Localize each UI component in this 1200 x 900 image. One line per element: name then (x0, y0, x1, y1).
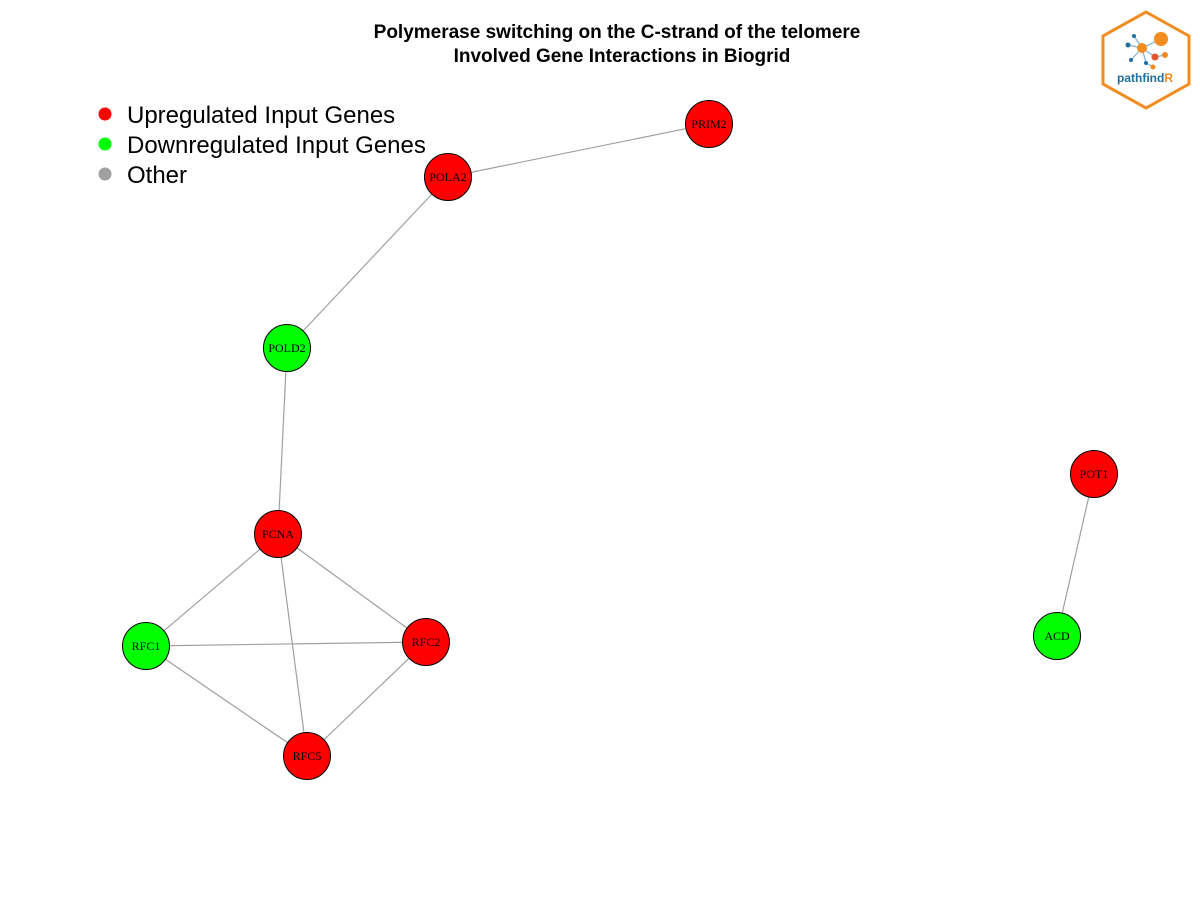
edge-pcna-rfc2 (277, 533, 427, 643)
node-label-pcna: PCNA (262, 527, 294, 541)
node-label-rfc1: RFC1 (132, 639, 161, 653)
node-label-prim2: PRIM2 (691, 117, 726, 131)
node-pcna[interactable]: PCNA (254, 510, 302, 558)
legend-label-downregulated: Downregulated Input Genes (127, 132, 426, 159)
node-label-pola2: POLA2 (429, 170, 466, 184)
edge-pot1-acd (1056, 473, 1095, 637)
edge-pcna-rfc1 (145, 533, 279, 647)
logo-wordmark: pathfind#f28c1eR (1117, 71, 1173, 85)
node-pola2[interactable]: POLA2 (424, 153, 472, 201)
logo-network-icon (1125, 32, 1168, 70)
edge-pola2-pold2 (286, 176, 449, 349)
diagram-title-line1: Polymerase switching on the C-strand of … (374, 22, 861, 43)
edge-pcna-rfc5 (277, 533, 308, 757)
node-circle-rfc1[interactable] (122, 622, 170, 670)
node-rfc1[interactable]: RFC1 (122, 622, 170, 670)
legend-swatch-upregulated (98, 107, 112, 121)
node-acd[interactable]: ACD (1033, 612, 1081, 660)
pathfindr-logo: pathfind#f28c1eR (1101, 10, 1191, 110)
node-rfc5[interactable]: RFC5 (283, 732, 331, 780)
edge-pola2-prim2 (447, 123, 710, 178)
node-label-pold2: POLD2 (268, 341, 305, 355)
node-rfc2[interactable]: RFC2 (402, 618, 450, 666)
legend-item-upregulated: Upregulated Input Genes (98, 102, 395, 129)
diagram-title-line2: Involved Gene Interactions in Biogrid (454, 46, 791, 67)
node-circle-pola2[interactable] (424, 153, 472, 201)
logo-hexagon (1101, 10, 1191, 110)
node-label-rfc5: RFC5 (293, 749, 322, 763)
node-circle-prim2[interactable] (685, 100, 733, 148)
legend-label-other: Other (127, 162, 187, 189)
node-prim2[interactable]: PRIM2 (685, 100, 733, 148)
edge-pold2-pcna (277, 347, 288, 535)
node-label-pot1: POT1 (1080, 467, 1109, 481)
node-circle-pot1[interactable] (1070, 450, 1118, 498)
legend-item-other: Other (98, 162, 187, 189)
legend-swatch-other (98, 167, 112, 181)
node-pold2[interactable]: POLD2 (263, 324, 311, 372)
edge-rfc2-rfc5 (306, 641, 427, 757)
node-circle-pold2[interactable] (263, 324, 311, 372)
node-circle-rfc5[interactable] (283, 732, 331, 780)
node-label-acd: ACD (1044, 629, 1070, 643)
legend-label-upregulated: Upregulated Input Genes (127, 102, 395, 129)
node-circle-rfc2[interactable] (402, 618, 450, 666)
edge-rfc1-rfc2 (145, 641, 427, 647)
node-circle-pcna[interactable] (254, 510, 302, 558)
edge-rfc1-rfc5 (145, 645, 308, 757)
legend-item-downregulated: Downregulated Input Genes (98, 132, 426, 159)
legend-swatch-downregulated (98, 137, 112, 151)
node-label-rfc2: RFC2 (412, 635, 441, 649)
legend: Upregulated Input Genes Downregulated In… (98, 102, 426, 189)
node-pot1[interactable]: POT1 (1070, 450, 1118, 498)
node-circle-acd[interactable] (1033, 612, 1081, 660)
edges-layer (145, 123, 1095, 757)
